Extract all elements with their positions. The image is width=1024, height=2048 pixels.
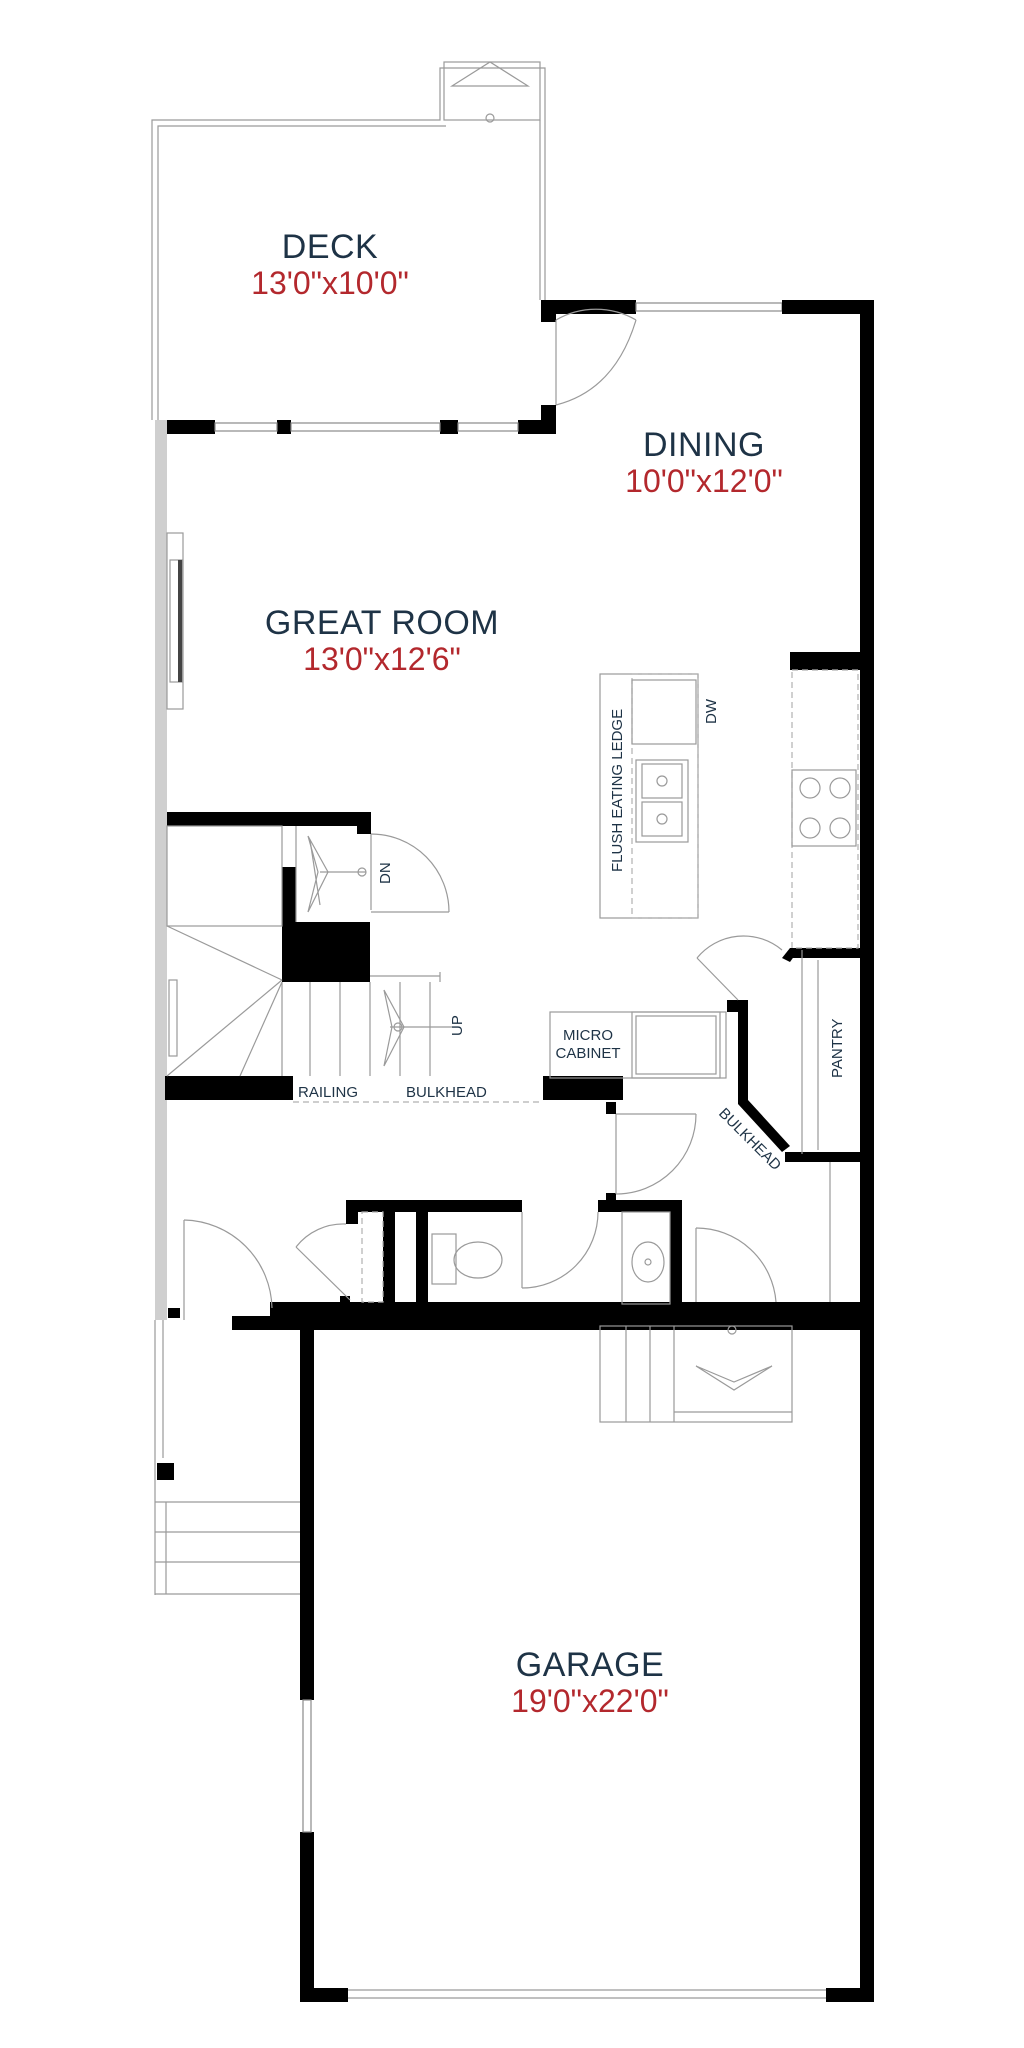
bath-door[interactable] (521, 1211, 599, 1289)
dining-door[interactable] (555, 308, 637, 406)
great-room-dimensions: 13'0"x12'6" (303, 641, 461, 677)
deck-dimensions: 13'0"x10'0" (251, 265, 409, 301)
stair-door[interactable] (370, 833, 450, 913)
stairs-up-label: UP (449, 1015, 466, 1036)
fireplace (166, 532, 184, 710)
kitchen-east-counter (791, 669, 859, 949)
bulkhead-label: BULKHEAD (406, 1084, 487, 1101)
garage-dimensions: 19'0"x22'0" (511, 1683, 669, 1719)
pantry-door[interactable] (696, 935, 783, 1001)
closet-door[interactable] (295, 1223, 351, 1301)
stairs (166, 825, 543, 1103)
entry-door[interactable] (183, 1219, 273, 1320)
great-room-title: GREAT ROOM (265, 604, 499, 642)
deck-title: DECK (282, 228, 378, 266)
deck-outline (151, 61, 546, 420)
pantry-area (801, 950, 831, 1302)
micro-cabinet-label-line2: CABINET (555, 1045, 620, 1062)
walls (155, 300, 874, 2002)
garage-steps (599, 1325, 793, 1423)
micro-cabinet-counter (549, 1011, 727, 1079)
entry-steps (154, 1320, 300, 1595)
kitchen-island (599, 673, 699, 919)
stairs-down-label: DN (377, 862, 394, 884)
railing-label: RAILING (298, 1084, 358, 1101)
powder-room (361, 1211, 671, 1305)
dining-dimensions: 10'0"x12'0" (625, 463, 783, 499)
dishwasher-label: DW (703, 698, 720, 724)
hall-door[interactable] (615, 1113, 697, 1195)
micro-cabinet-label-line1: MICRO (563, 1027, 613, 1044)
pantry-label: PANTRY (829, 1019, 846, 1078)
dining-title: DINING (643, 426, 765, 464)
garage-door[interactable] (695, 1227, 777, 1303)
garage-title: GARAGE (516, 1646, 664, 1684)
flush-eating-ledge-label: FLUSH EATING LEDGE (609, 709, 626, 872)
